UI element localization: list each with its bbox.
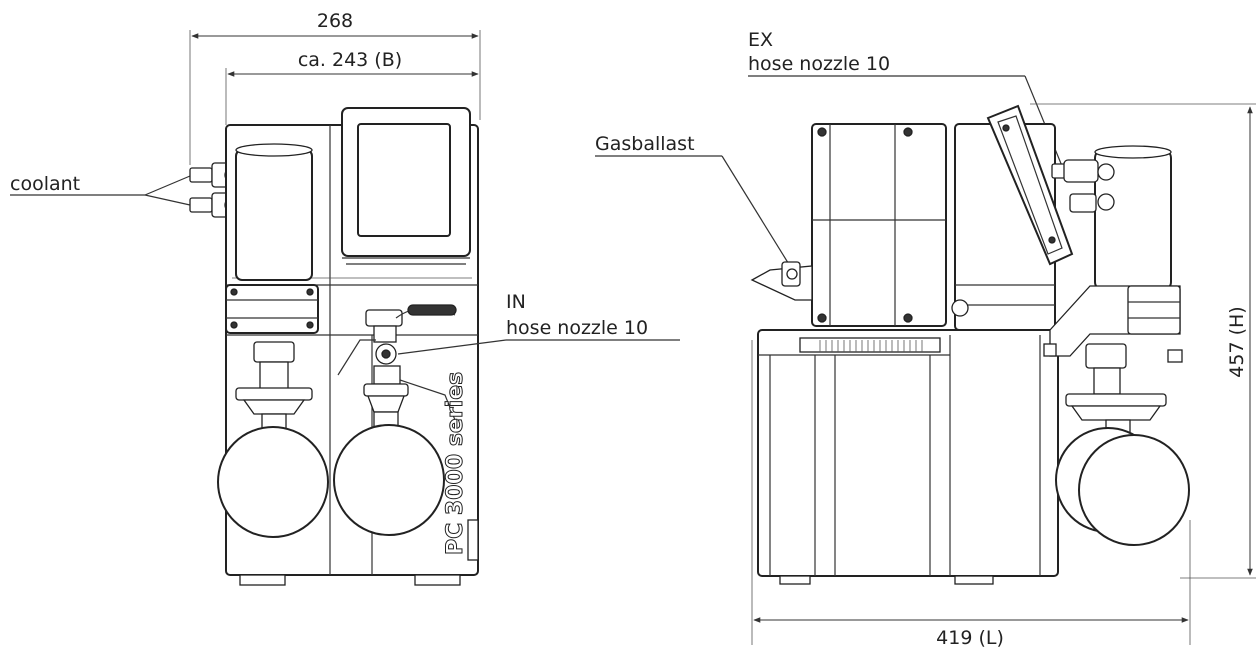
dim-height-h-label: 457 (H) — [1226, 306, 1248, 377]
display-screen — [341, 107, 471, 265]
exhaust-callout: EX hose nozzle 10 — [748, 29, 1063, 167]
coolant-callout: coolant — [10, 173, 191, 206]
inlet-label-line1: IN — [506, 291, 526, 313]
side-view: EX hose nozzle 10 Gasballast 457 (H) 419… — [595, 29, 1256, 649]
gasballast-knob — [750, 261, 813, 301]
right-flask — [333, 383, 445, 536]
left-flask — [217, 341, 329, 538]
dimension-height-h: 457 (H) — [1030, 103, 1256, 579]
side-condenser — [1051, 145, 1172, 291]
side-flasks — [1055, 343, 1190, 546]
dim-length-l-label: 419 (L) — [936, 627, 1004, 649]
condenser-column — [235, 143, 313, 281]
exhaust-label-line2: hose nozzle 10 — [748, 53, 890, 75]
side-base-housing — [757, 329, 1059, 585]
side-motor-block — [811, 123, 947, 327]
side-tilted-display — [986, 104, 1074, 266]
exhaust-label-line1: EX — [748, 29, 773, 51]
cooling-fins — [819, 340, 923, 352]
dim-overall-width-label: 268 — [317, 10, 353, 32]
front-view: 268 ca. 243 (B) coolant — [10, 10, 680, 586]
gasballast-callout: Gasballast — [595, 133, 791, 267]
front-clamp-band — [225, 284, 319, 334]
dimension-length-l: 419 (L) — [751, 340, 1191, 649]
dimension-width-b: ca. 243 (B) — [225, 49, 479, 125]
side-clamp — [1043, 285, 1181, 357]
inlet-label-line2: hose nozzle 10 — [506, 317, 648, 339]
inlet-valve — [337, 304, 457, 421]
dimension-overall-width: 268 — [189, 10, 481, 165]
inlet-callout: IN hose nozzle 10 — [397, 291, 680, 355]
gasballast-label: Gasballast — [595, 133, 695, 155]
dim-width-b-label: ca. 243 (B) — [298, 49, 402, 71]
housing-model-text: PC 3000 series — [443, 372, 468, 555]
coolant-label: coolant — [10, 173, 80, 195]
